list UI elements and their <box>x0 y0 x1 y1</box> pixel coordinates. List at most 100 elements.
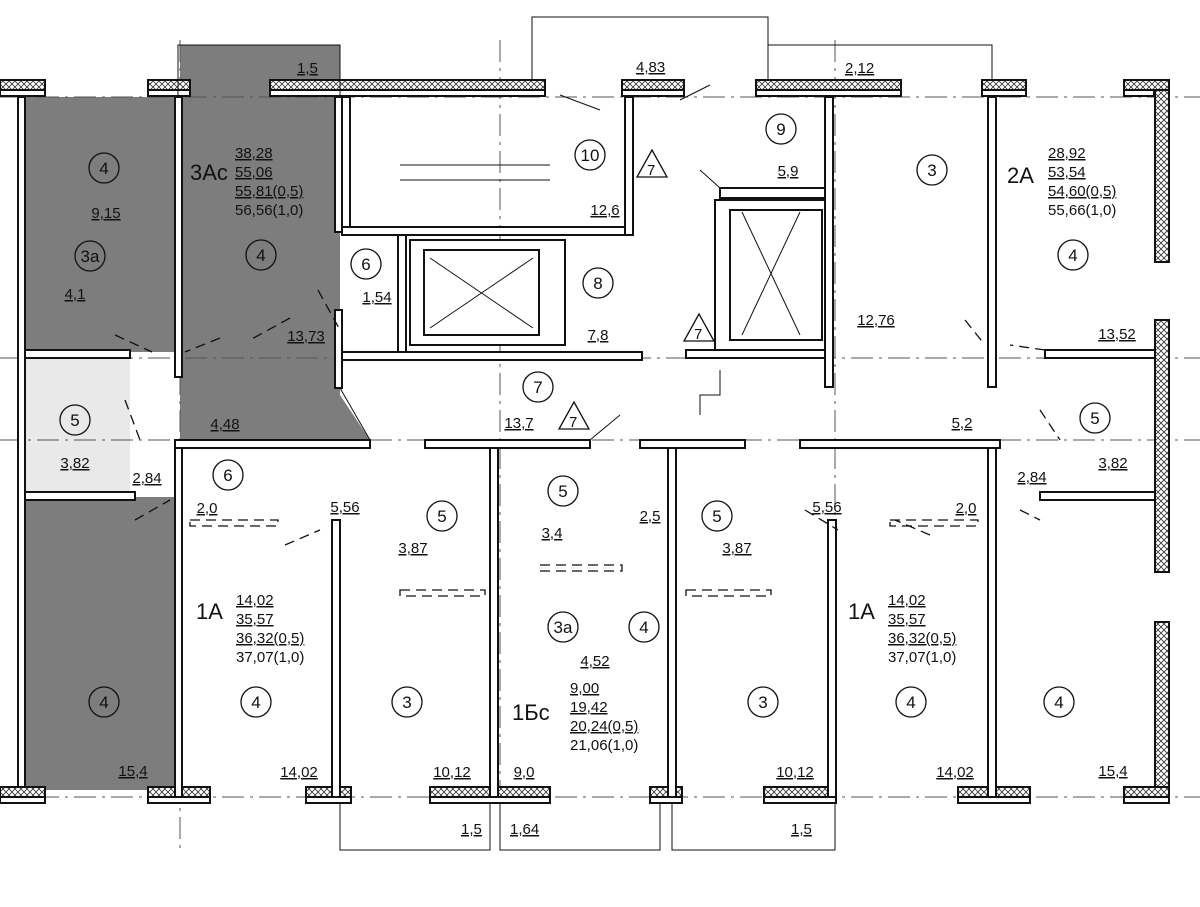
balcony-area-3ac: 1,5 <box>297 60 318 77</box>
room-area-a154l: 15,4 <box>118 763 147 780</box>
room-number-text: 7 <box>533 378 542 397</box>
room-area-a34: 3,4 <box>542 525 563 542</box>
room-number-r3_2a: 3 <box>916 154 948 186</box>
room-area-a387l: 3,87 <box>398 540 427 557</box>
room-number-text: 3 <box>402 693 411 712</box>
room-area-a154c: 1,54 <box>362 289 391 306</box>
room-number-r4_1ar: 4 <box>895 686 927 718</box>
room-number-text: 4 <box>906 693 915 712</box>
balcony-area-2a: 2,12 <box>845 60 874 77</box>
area-coef-05: 36,32(0,5) <box>888 630 956 647</box>
room-number-text: 5 <box>1090 409 1099 428</box>
room-area-a1012l: 10,12 <box>433 764 471 781</box>
area-coef-10: 37,07(1,0) <box>236 649 304 666</box>
triangle-marker: 7 <box>557 400 591 431</box>
area-coef-05: 36,32(0,5) <box>236 630 304 647</box>
room-number-r4_1a: 4 <box>240 686 272 718</box>
bottom-dimensions: 1,5 1,64 1,5 <box>461 821 812 838</box>
room-number-r4_right: 4 <box>1043 686 1075 718</box>
room-number-text: 4 <box>639 618 648 637</box>
door-swings <box>114 84 1061 546</box>
room-number-text: 8 <box>593 274 602 293</box>
apartment-name: 1А <box>848 599 875 624</box>
room-number-text: 3 <box>758 693 767 712</box>
svg-text:7: 7 <box>647 162 655 179</box>
apartment-name: 1Бс <box>512 700 550 725</box>
interior-walls <box>24 96 1156 798</box>
room-number-text: 10 <box>581 146 600 165</box>
room-area-a1352: 13,52 <box>1098 326 1136 343</box>
total-area: 19,42 <box>570 699 608 716</box>
area-coef-05: 55,81(0,5) <box>235 183 303 200</box>
room-area-a126: 12,6 <box>590 202 619 219</box>
living-area: 14,02 <box>888 592 926 609</box>
room-number-r4b: 4 <box>88 686 120 718</box>
room-number-text: 5 <box>437 507 446 526</box>
balcony-area-1bs: 1,64 <box>510 821 539 838</box>
area-coef-10: 21,06(1,0) <box>570 737 638 754</box>
room-area-a90: 9,0 <box>514 764 535 781</box>
room-number-r9: 9 <box>765 113 797 145</box>
room-number-r6_1a: 6 <box>212 459 244 491</box>
room-area-a78: 7,8 <box>588 327 609 344</box>
triangle-markers: 7 7 7 <box>557 148 716 431</box>
room-number-r5_1ar: 5 <box>701 500 733 532</box>
room-number-r4a: 4 <box>88 152 120 184</box>
apartment-name: 1А <box>196 599 223 624</box>
room-number-r5_2a: 5 <box>1079 402 1111 434</box>
area-coef-05: 20,24(0,5) <box>570 718 638 735</box>
room-number-text: 4 <box>99 159 108 178</box>
room-number-r10: 10 <box>574 139 606 171</box>
room-number-text: 4 <box>1054 693 1063 712</box>
room-number-text: 5 <box>712 507 721 526</box>
apartment-1a-right-label[interactable]: 1А 14,02 35,57 36,32(0,5) 37,07(1,0) <box>848 592 956 666</box>
room-area-a20l: 2,0 <box>197 500 218 517</box>
room-area-a556r: 5,56 <box>812 499 841 516</box>
room-number-text: 5 <box>70 411 79 430</box>
room-area-a20r: 2,0 <box>956 500 977 517</box>
apartment-name: 2А <box>1007 163 1034 188</box>
room-number-text: 3а <box>554 618 573 637</box>
svg-text:7: 7 <box>569 414 577 431</box>
room-number-r5_1a: 5 <box>426 500 458 532</box>
room-number-text: 3а <box>81 247 100 266</box>
room-area-a1402l: 14,02 <box>280 764 318 781</box>
room-number-text: 4 <box>251 693 260 712</box>
room-number-r5_left: 5 <box>59 404 91 436</box>
living-area: 38,28 <box>235 145 273 162</box>
room-area-a382l: 3,82 <box>60 455 89 472</box>
balcony-area-core: 4,83 <box>636 59 665 76</box>
total-area: 35,57 <box>888 611 926 628</box>
triangle-marker: 7 <box>682 312 716 343</box>
room-number-text: 9 <box>776 120 785 139</box>
room-area-a1373: 13,73 <box>287 328 325 345</box>
room-area-a284l: 2,84 <box>132 470 161 487</box>
apartment-1a-left-label[interactable]: 1А 14,02 35,57 36,32(0,5) 37,07(1,0) <box>196 592 304 666</box>
room-area-a452: 4,52 <box>580 653 609 670</box>
room-area-a25: 2,5 <box>640 508 661 525</box>
apartment-3ac-label[interactable]: 3Ас 38,28 55,06 55,81(0,5) 56,56(1,0) <box>190 145 303 219</box>
room-area-a556l: 5,56 <box>330 499 359 516</box>
area-coef-10: 37,07(1,0) <box>888 649 956 666</box>
area-coef-05: 54,60(0,5) <box>1048 183 1116 200</box>
highlighted-apartment-3ac[interactable] <box>25 45 370 790</box>
balcony-area-1a-left: 1,5 <box>461 821 482 838</box>
room-number-r7: 7 <box>522 371 554 403</box>
room-area-a137: 13,7 <box>504 415 533 432</box>
living-area: 14,02 <box>236 592 274 609</box>
room-number-r3_1ar: 3 <box>747 686 779 718</box>
room-number-r5_1bs: 5 <box>547 475 579 507</box>
room-area-a448: 4,48 <box>210 416 239 433</box>
room-area-a1012r: 10,12 <box>776 764 814 781</box>
room-area-a382r: 3,82 <box>1098 455 1127 472</box>
room-area-a284r: 2,84 <box>1017 469 1046 486</box>
apartment-name: 3Ас <box>190 160 228 185</box>
room-area-a41: 4,1 <box>65 286 86 303</box>
apartment-1bs-label[interactable]: 1Бс 9,00 19,42 20,24(0,5) 21,06(1,0) <box>512 680 638 754</box>
apartment-2a-label[interactable]: 2А 28,92 53,54 54,60(0,5) 55,66(1,0) <box>1007 145 1116 219</box>
total-area: 53,54 <box>1048 164 1086 181</box>
room-number-r3a_1bs: 3а <box>547 611 579 643</box>
area-coef-10: 56,56(1,0) <box>235 202 303 219</box>
